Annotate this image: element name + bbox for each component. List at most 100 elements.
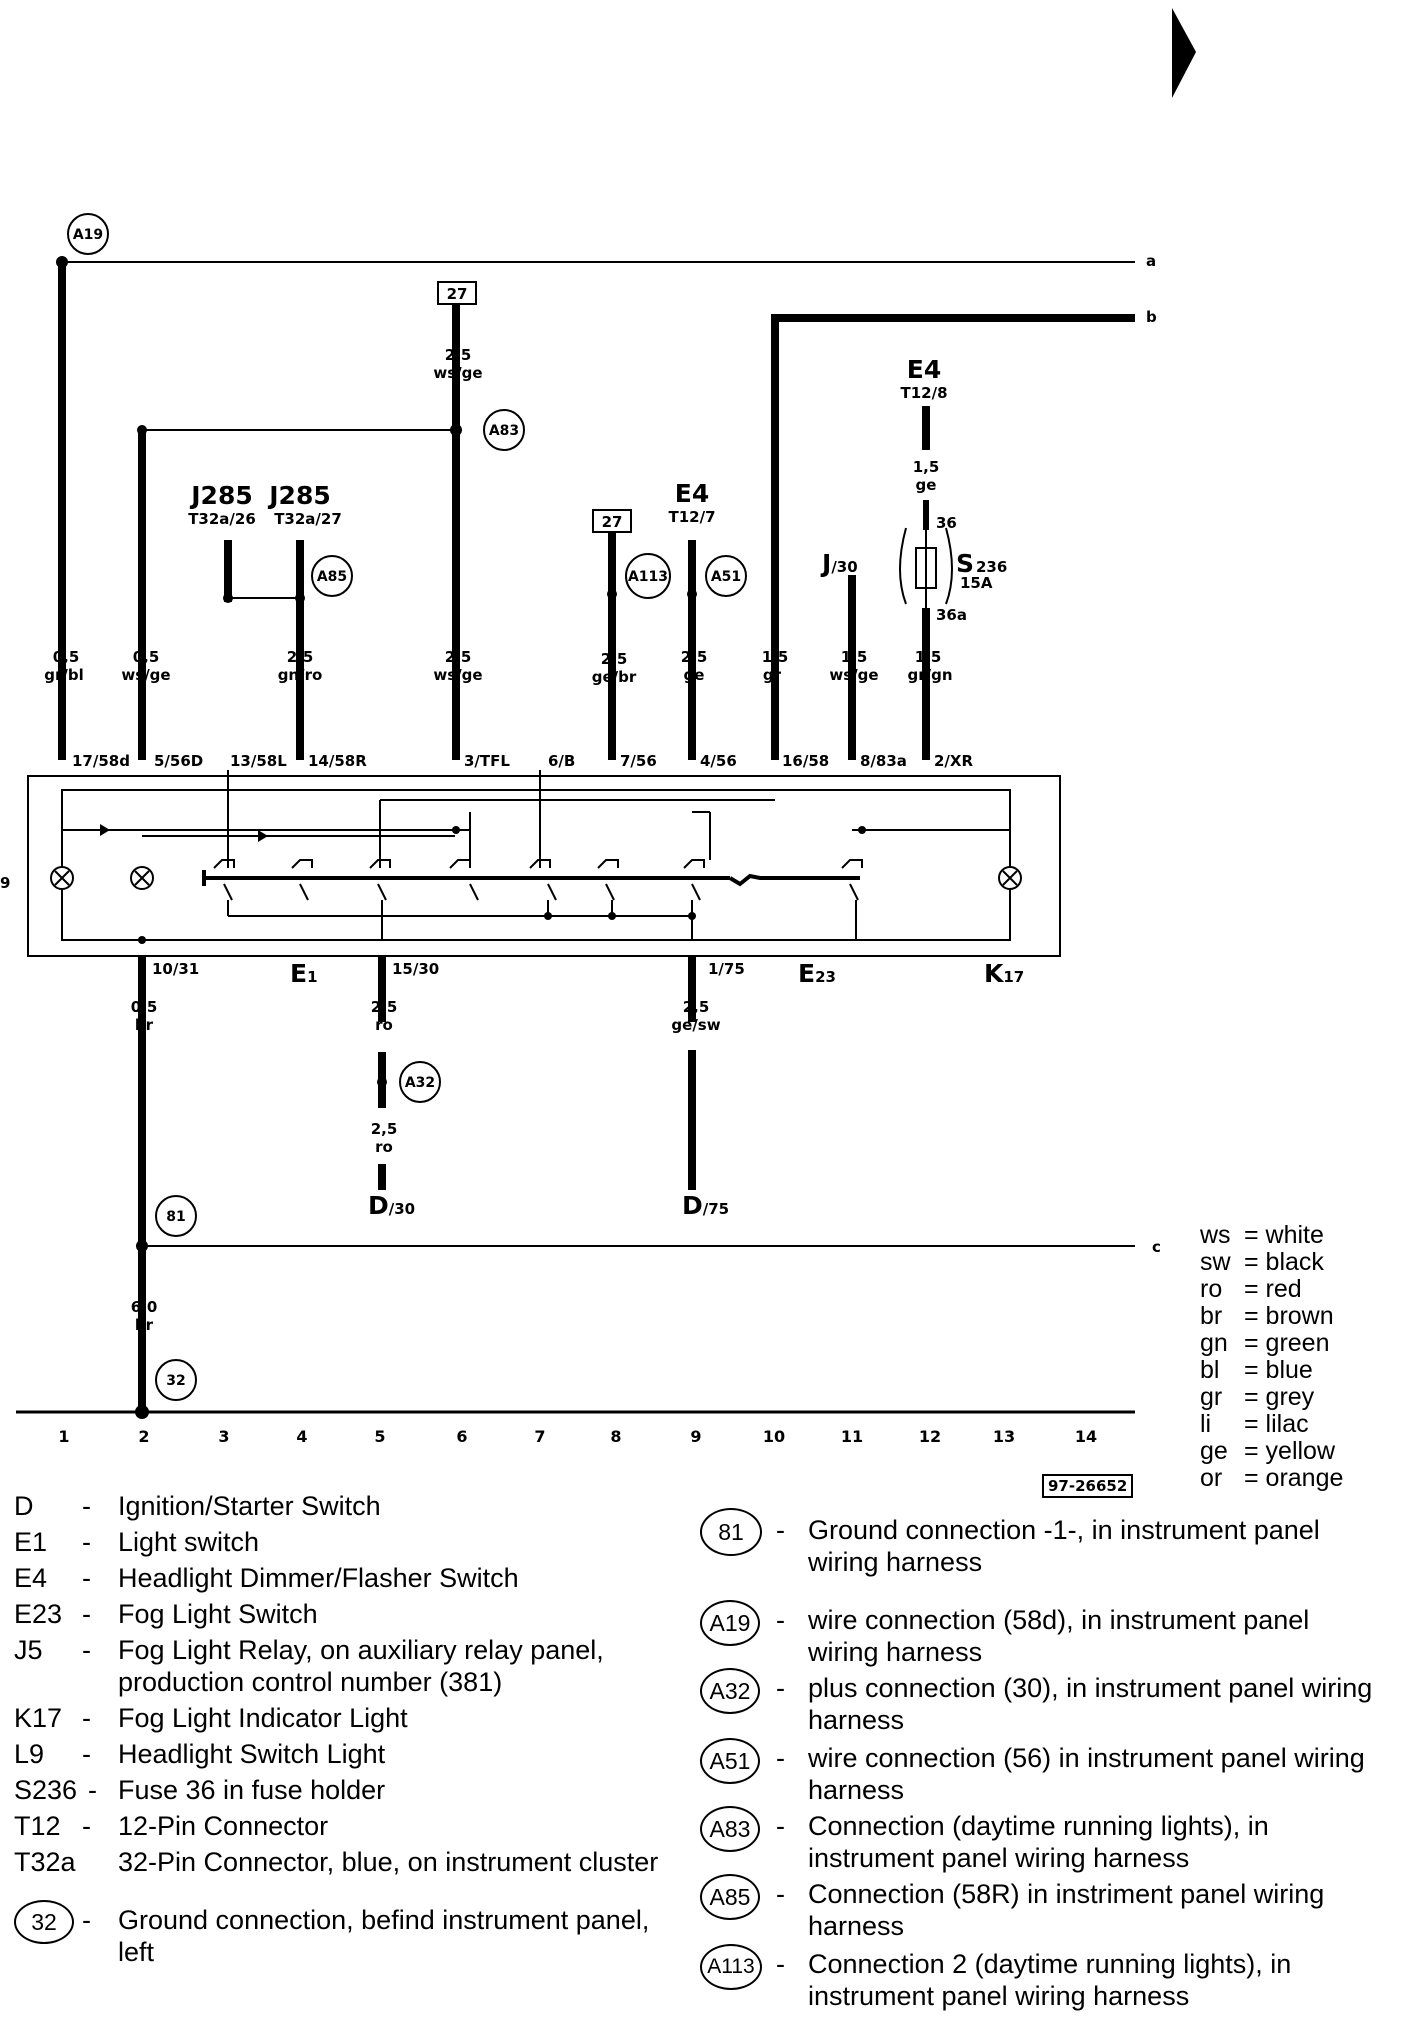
svg-text:gn/ro: gn/ro <box>278 666 323 684</box>
track-numbers: 1 2 3 4 5 6 7 8 9 10 11 12 13 14 <box>58 1427 1097 1446</box>
pin-labels-top: 17/58d 5/56D 13/58L 14/58R 3/TFL 6/B 7/5… <box>72 752 973 770</box>
svg-text:1,5: 1,5 <box>841 648 868 666</box>
svg-text:2,5: 2,5 <box>445 648 472 666</box>
label-s236: S <box>956 549 974 578</box>
svg-text:A51: A51 <box>711 569 741 585</box>
svg-text:2,5: 2,5 <box>683 998 710 1016</box>
svg-text:3/TFL: 3/TFL <box>464 752 510 770</box>
svg-text:gr: gr <box>763 666 782 684</box>
svg-text:2,5: 2,5 <box>681 648 708 666</box>
svg-text:16/58: 16/58 <box>782 752 829 770</box>
next-page-arrow-icon <box>1172 8 1196 98</box>
svg-text:0,5: 0,5 <box>133 648 160 666</box>
fuse-pin-out: 36a <box>936 606 967 624</box>
svg-text:gr/gn: gr/gn <box>907 666 952 684</box>
connector-a85 <box>311 555 353 597</box>
svg-text:2,5: 2,5 <box>371 998 398 1016</box>
label-d30: D/30 <box>368 1191 415 1220</box>
svg-text:8: 8 <box>610 1427 621 1446</box>
svg-text:ws/ge: ws/ge <box>121 666 170 684</box>
lamp-k17-icon <box>998 866 1022 890</box>
wire-labels-top: 0,5 gr/bl 0,5 ws/ge 2,5 gn/ro 2,5 ws/ge … <box>44 648 952 686</box>
svg-text:1,5: 1,5 <box>915 648 942 666</box>
pin-labels-bottom: 10/31 15/30 1/75 <box>152 960 745 978</box>
svg-text:0,5: 0,5 <box>131 998 158 1016</box>
svg-text:ws/ge: ws/ge <box>433 666 482 684</box>
connector-a113 <box>625 553 671 599</box>
legend-right: 81 - Ground connection -1-, in instrumen… <box>700 1508 1400 2028</box>
label-j285-b: J285 <box>267 481 331 510</box>
svg-text:0,5: 0,5 <box>53 648 80 666</box>
label-k17: K17 <box>984 959 1024 988</box>
legend-circle-32: 32 <box>14 1900 74 1944</box>
svg-text:10: 10 <box>763 1427 785 1446</box>
svg-text:ro: ro <box>375 1016 393 1034</box>
svg-text:12: 12 <box>919 1427 941 1446</box>
label-j5-text: J/30 <box>820 549 858 578</box>
svg-text:7/56: 7/56 <box>620 752 657 770</box>
svg-text:10/31: 10/31 <box>152 960 199 978</box>
svg-text:6,0: 6,0 <box>131 1298 158 1316</box>
color-key-row: ge= yellow <box>1200 1437 1336 1465</box>
svg-text:15/30: 15/30 <box>392 960 439 978</box>
pin-e4-a: T12/7 <box>668 508 715 526</box>
color-key-row: gn= green <box>1200 1329 1330 1357</box>
svg-text:br: br <box>135 1016 154 1034</box>
svg-text:3: 3 <box>218 1427 229 1446</box>
svg-text:ws/ge: ws/ge <box>829 666 878 684</box>
wire-color-upper-1: ge <box>916 476 937 494</box>
svg-text:A19: A19 <box>73 227 103 243</box>
legend-circle-a85: A85 <box>700 1874 760 1920</box>
connector-81 <box>155 1195 197 1237</box>
svg-text:ge: ge <box>684 666 705 684</box>
bus-label-a: a <box>1146 252 1156 270</box>
label-e4-b: E4 <box>907 355 941 384</box>
legend-circle-a32: A32 <box>700 1668 760 1714</box>
color-key-row: ws= white <box>1200 1221 1324 1249</box>
terminal-27-b: 27 <box>602 513 623 531</box>
svg-text:ge/br: ge/br <box>592 668 637 686</box>
svg-text:A83: A83 <box>489 423 519 439</box>
svg-text:ro: ro <box>375 1138 393 1156</box>
color-key-row: ro= red <box>1200 1275 1302 1303</box>
svg-text:1: 1 <box>58 1427 69 1446</box>
svg-text:A32: A32 <box>405 1075 435 1091</box>
svg-text:6: 6 <box>456 1427 467 1446</box>
svg-text:1/75: 1/75 <box>708 960 745 978</box>
svg-text:4/56: 4/56 <box>700 752 737 770</box>
connector-32 <box>155 1359 197 1401</box>
svg-text:2,5: 2,5 <box>601 650 628 668</box>
color-key-row: li= lilac <box>1200 1410 1309 1438</box>
wire-size-upper-1: 1,5 <box>913 458 940 476</box>
document-number: 97-26652 <box>1042 1474 1134 1498</box>
bus-label-b: b <box>1146 308 1157 326</box>
svg-text:2,5: 2,5 <box>287 648 314 666</box>
terminal-27-a: 27 <box>447 285 468 303</box>
svg-text:8/83a: 8/83a <box>860 752 907 770</box>
svg-text:11: 11 <box>841 1427 863 1446</box>
svg-text:1,5: 1,5 <box>762 648 789 666</box>
color-key-row: gr= grey <box>1200 1383 1315 1411</box>
connector-a51 <box>705 555 747 597</box>
fuse-pin-in: 36 <box>936 514 957 532</box>
connector-a19 <box>67 213 109 255</box>
label-e1: E1 <box>290 959 318 988</box>
label-l9-partial: 9 <box>0 874 10 892</box>
label-e4-a: E4 <box>675 479 709 508</box>
svg-text:32: 32 <box>166 1373 185 1389</box>
bus-label-c: c <box>1152 1238 1161 1256</box>
svg-text:br: br <box>135 1316 154 1334</box>
wire-size-upper-0: 2,5 <box>445 346 472 364</box>
lamp-e1-icon <box>130 866 154 890</box>
pin-e4-b: T12/8 <box>900 384 947 402</box>
svg-text:A85: A85 <box>317 569 347 585</box>
fuse-rating: 15A <box>960 574 993 592</box>
legend-circle-a51: A51 <box>700 1738 760 1784</box>
svg-text:A113: A113 <box>628 569 668 585</box>
svg-text:2,5: 2,5 <box>371 1120 398 1138</box>
pin-j285-b: T32a/27 <box>274 510 342 528</box>
color-key-row: br= brown <box>1200 1302 1334 1330</box>
legend-circle-a19: A19 <box>700 1600 760 1646</box>
svg-text:81: 81 <box>166 1209 185 1225</box>
